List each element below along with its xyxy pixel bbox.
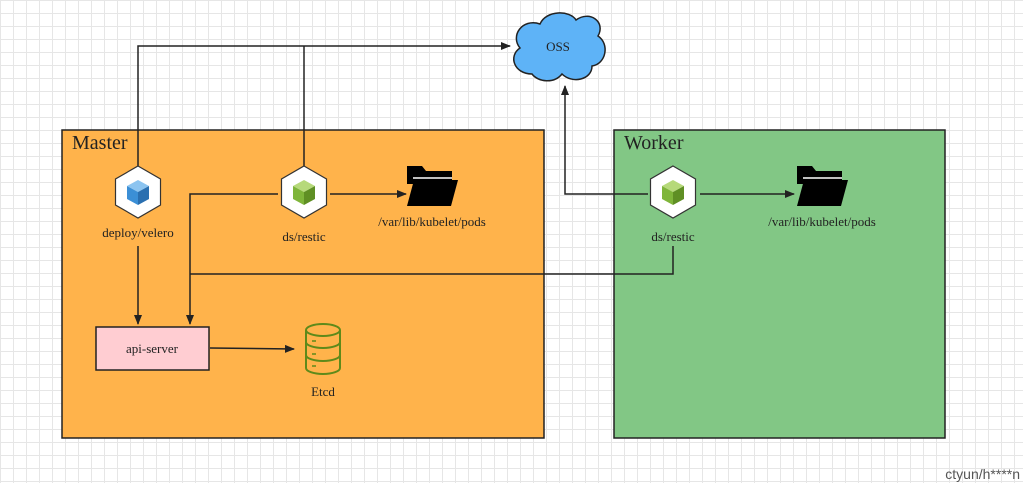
edge-restic-worker-to-oss <box>561 85 648 195</box>
folder-icon <box>797 166 848 206</box>
k8s-pod-icon <box>114 165 162 219</box>
pods-dir-worker-label: /var/lib/kubelet/pods <box>768 214 876 229</box>
edge-restic-worker-to-api <box>190 246 674 275</box>
deploy-velero-label: deploy/velero <box>102 225 173 240</box>
edge-restic-master-to-api <box>186 193 278 325</box>
api-server-label: api-server <box>126 341 179 356</box>
edges <box>134 42 795 353</box>
oss-label: OSS <box>546 39 570 54</box>
ds-restic-worker-label: ds/restic <box>651 229 695 244</box>
ds-restic-master-label: ds/restic <box>282 229 326 244</box>
watermark: ctyun/h****n <box>945 466 1020 482</box>
ds-restic-master-node: ds/restic <box>280 165 328 244</box>
pods-dir-master-node: /var/lib/kubelet/pods <box>378 166 486 229</box>
edge-velero-to-oss <box>137 42 511 168</box>
deploy-velero-node: deploy/velero <box>102 165 174 240</box>
edge-api-to-etcd <box>209 344 295 353</box>
ds-restic-worker-node: ds/restic <box>649 165 697 244</box>
cloud-icon <box>513 12 606 82</box>
worker-zone-title: Worker <box>624 132 684 154</box>
pods-dir-master-label: /var/lib/kubelet/pods <box>378 214 486 229</box>
database-icon <box>305 323 341 375</box>
master-zone-title: Master <box>72 132 128 154</box>
etcd-node: Etcd <box>305 323 341 399</box>
api-server-node: api-server <box>95 326 210 371</box>
etcd-label: Etcd <box>311 384 335 399</box>
folder-icon <box>407 166 458 206</box>
k8s-pod-icon <box>280 165 328 219</box>
pods-dir-worker-node: /var/lib/kubelet/pods <box>768 166 876 229</box>
k8s-pod-icon <box>649 165 697 219</box>
oss-node: OSS <box>513 12 606 82</box>
